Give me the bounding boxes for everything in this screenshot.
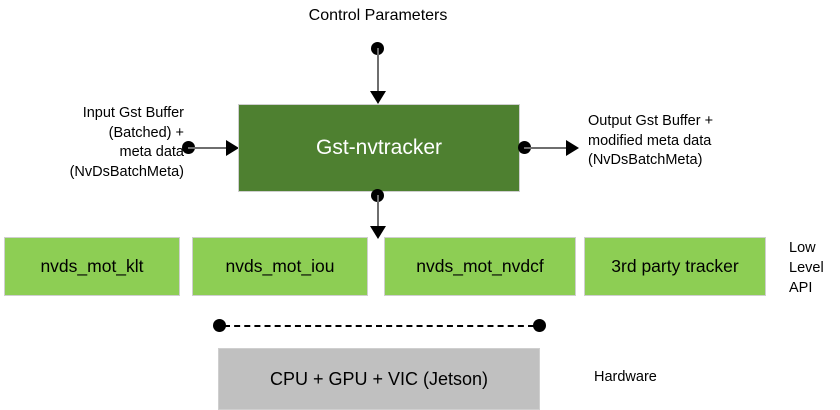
lowlevel-line bbox=[377, 195, 379, 230]
lowlevel-arrow-down-icon bbox=[370, 226, 386, 239]
output-arrow-right-icon bbox=[566, 140, 579, 156]
hardware-link-right-dot bbox=[533, 319, 546, 332]
lowlevel-box-nvds-mot-iou[interactable]: nvds_mot_iou bbox=[192, 237, 368, 296]
control-parameters-arrow-down-icon bbox=[370, 91, 386, 104]
input-arrow-right-icon bbox=[226, 140, 239, 156]
output-line bbox=[524, 147, 570, 149]
output-buffer-label: Output Gst Buffer + modified meta data (… bbox=[588, 113, 714, 168]
lowlevel-box-3rd-party-tracker[interactable]: 3rd party tracker bbox=[584, 237, 766, 296]
hardware-block[interactable]: CPU + GPU + VIC (Jetson) bbox=[218, 348, 540, 410]
hardware-side-label: Hardware bbox=[594, 369, 657, 385]
gst-nvtracker-block[interactable]: Gst-nvtracker bbox=[238, 104, 520, 192]
hardware-dashed-line bbox=[224, 325, 534, 327]
control-parameters-line bbox=[377, 48, 379, 94]
input-line bbox=[188, 147, 230, 149]
control-parameters-title: Control Parameters bbox=[308, 7, 448, 24]
input-buffer-label: Input Gst Buffer (Batched) + meta data (… bbox=[69, 105, 184, 180]
hardware-link-left-dot bbox=[213, 319, 226, 332]
low-level-api-label: Low Level API bbox=[789, 240, 824, 296]
lowlevel-box-nvds-mot-klt[interactable]: nvds_mot_klt bbox=[4, 237, 180, 296]
lowlevel-box-nvds-mot-nvdcf[interactable]: nvds_mot_nvdcf bbox=[384, 237, 576, 296]
